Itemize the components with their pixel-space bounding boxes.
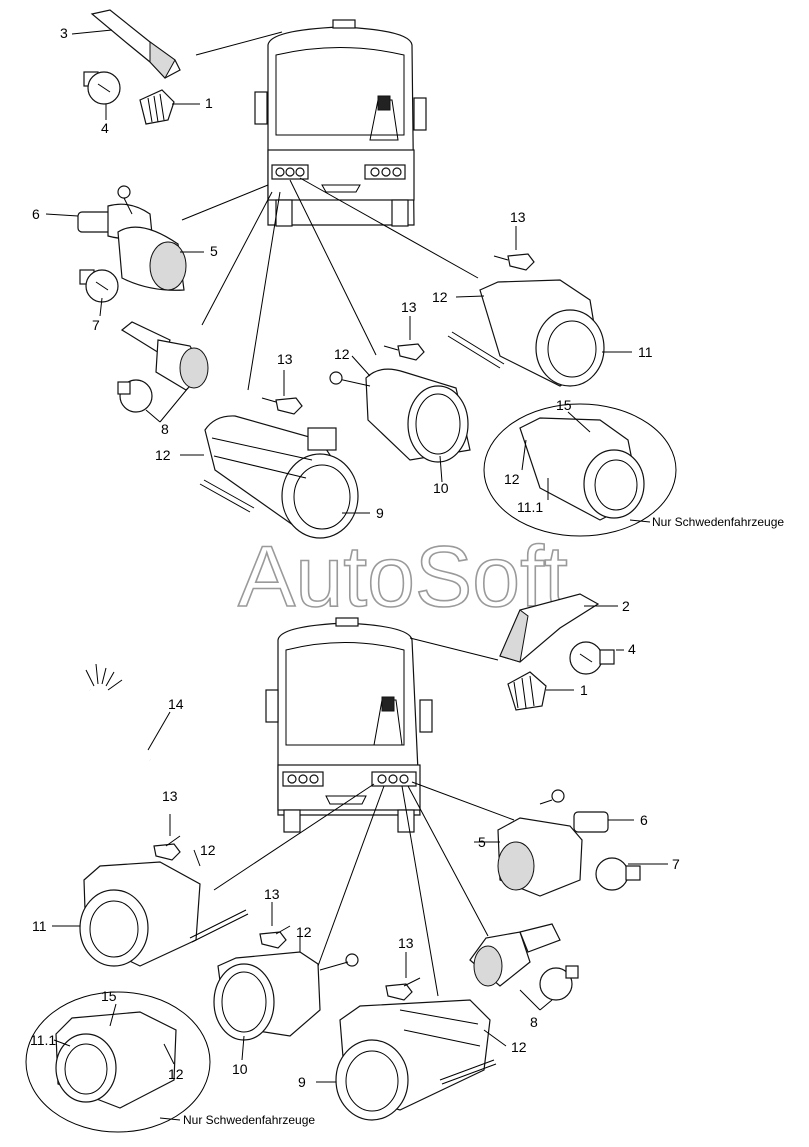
label-13-top-b: 13 <box>401 299 417 315</box>
label-10-bottom: 10 <box>232 1061 248 1077</box>
label-12-top-d: 12 <box>504 471 520 487</box>
label-12-top-a: 12 <box>432 289 448 305</box>
label-4-bottom: 4 <box>628 641 636 657</box>
label-7-bottom: 7 <box>672 856 680 872</box>
part-1-marker-lens <box>139 89 175 125</box>
label-13-bottom-b: 13 <box>264 886 280 902</box>
watermark-text: AutoSoft <box>238 529 568 625</box>
bus-bottom <box>265 617 433 833</box>
part-13-connector-f <box>385 977 421 1001</box>
part-9-headlamp-unit-bottom <box>335 999 497 1121</box>
part-8-position-light <box>117 321 209 413</box>
label-11-top: 11 <box>638 344 653 360</box>
label-12-top-c: 12 <box>155 447 171 463</box>
part-7-bulb <box>79 269 119 303</box>
part-5-turn-signal-bottom <box>497 789 609 897</box>
note-sweden-top: Nur Schwedenfahrzeuge <box>652 515 784 529</box>
label-11-1-top: 11.1 <box>517 499 543 515</box>
label-12-bottom-b: 12 <box>296 924 312 940</box>
part-10-fog-housing-bottom <box>213 951 359 1041</box>
label-5-bottom: 5 <box>478 834 486 850</box>
part-9-headlamp-unit <box>199 415 359 539</box>
part-8-position-light-bottom <box>469 923 579 1001</box>
label-8-top: 8 <box>161 421 169 437</box>
label-15-bottom: 15 <box>101 988 117 1004</box>
part-11-headlamp <box>447 279 605 387</box>
label-12-top-b: 12 <box>334 346 350 362</box>
label-12-bottom-c: 12 <box>511 1039 527 1055</box>
label-9-top: 9 <box>376 505 384 521</box>
part-13-connector-a <box>493 253 535 271</box>
label-8-bottom: 8 <box>530 1014 538 1030</box>
label-4-top: 4 <box>101 120 109 136</box>
label-3-top: 3 <box>60 25 68 41</box>
label-13-top-a: 13 <box>510 209 526 225</box>
part-3-marker-housing <box>90 9 181 79</box>
part-10-fog-housing <box>329 368 471 463</box>
label-6-top: 6 <box>32 206 40 222</box>
label-7-top: 7 <box>92 317 100 333</box>
leader-lines <box>45 29 668 1121</box>
label-11-1-bottom: 11.1 <box>30 1032 56 1048</box>
label-5-top: 5 <box>210 243 218 259</box>
label-1-top: 1 <box>205 95 213 111</box>
part-4-bulb-bottom <box>569 641 615 675</box>
part-5-turn-signal <box>77 185 187 291</box>
sweden-variant-top <box>483 403 677 537</box>
part-1-marker-lens-bottom <box>507 671 547 711</box>
label-2-bottom: 2 <box>622 598 630 614</box>
part-13-connector-d <box>153 835 181 861</box>
part-13-connector-b <box>383 343 425 361</box>
bus-top <box>254 19 427 227</box>
part-13-connector-e <box>259 925 291 949</box>
label-15-top: 15 <box>556 397 572 413</box>
label-12-bottom-a: 12 <box>200 842 216 858</box>
label-9-bottom: 9 <box>298 1074 306 1090</box>
part-11-headlamp-bottom <box>79 861 249 967</box>
label-13-top-c: 13 <box>277 351 293 367</box>
part-4-bulb <box>83 71 121 105</box>
sweden-variant-bottom <box>25 991 211 1133</box>
label-12-bottom-d: 12 <box>168 1066 184 1082</box>
label-13-bottom-c: 13 <box>398 935 414 951</box>
label-1-bottom: 1 <box>580 682 588 698</box>
part-7-bulb-bottom <box>595 857 641 891</box>
label-13-bottom-a: 13 <box>162 788 178 804</box>
label-11-bottom: 11 <box>32 918 47 934</box>
part-13-connector-c <box>261 397 303 415</box>
note-sweden-bottom: Nur Schwedenfahrzeuge <box>183 1113 315 1127</box>
label-14: 14 <box>168 696 184 712</box>
part-2-marker-housing <box>499 593 600 663</box>
label-6-bottom: 6 <box>640 812 648 828</box>
label-10-top: 10 <box>433 480 449 496</box>
part-14-cable <box>85 663 153 763</box>
